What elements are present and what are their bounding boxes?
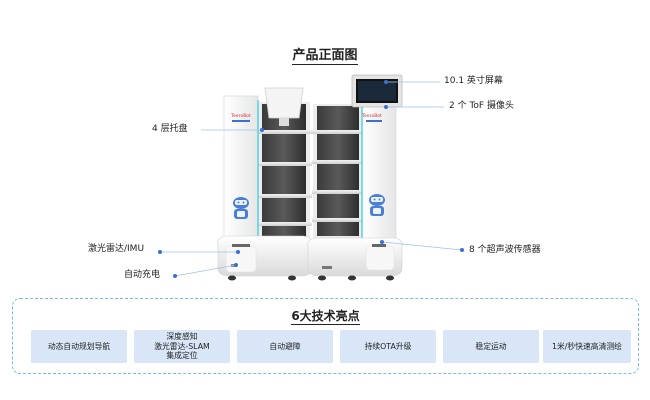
callout-dot [380, 240, 384, 244]
callout-lidar: 激光雷达/IMU [88, 244, 145, 254]
callout-dot [460, 248, 464, 252]
feature-box: 持续OTA升级 [340, 330, 436, 363]
brand-bar [366, 120, 382, 122]
robot-mascot-icon [369, 194, 385, 216]
shelf-cavity [317, 106, 359, 236]
callout-camera: 2 个 ToF 摄像头 [449, 101, 514, 111]
tray [312, 160, 362, 164]
callout-ultrasonic: 8 个超声波传感器 [469, 245, 541, 255]
leader-line-ultrasonic [381, 241, 463, 251]
tray [312, 130, 362, 134]
highlights-title: 6大技术亮点 [291, 309, 360, 325]
leader-line-charging [174, 264, 237, 277]
callout-dot [173, 274, 177, 278]
callout-dot [384, 80, 388, 84]
callout-dot [158, 250, 162, 254]
callout-dot [236, 250, 240, 254]
tray [312, 190, 362, 194]
brand-label: TeeroBot [361, 113, 382, 119]
callout-dot [234, 263, 238, 267]
tray [312, 218, 362, 222]
tray [254, 222, 312, 226]
tray [254, 130, 312, 134]
feature-box: 稳定运动 [443, 330, 539, 363]
brand-bar [232, 120, 250, 122]
robot-illustration: TeeroBot TeeroBot [158, 74, 464, 281]
tray [254, 162, 312, 166]
robot-screen [264, 87, 304, 119]
feature-box: 动态自动规划导航 [31, 330, 127, 363]
callout-trays: 4 层托盘 [152, 124, 188, 134]
tray [254, 194, 312, 198]
callout-charging: 自动充电 [124, 270, 161, 280]
callout-dot [384, 105, 388, 109]
callout-dot [260, 128, 264, 132]
highlights-panel: 6大技术亮点 动态自动规划导航 深度感知 激光雷达-SLAM 集成定位 自动避障… [12, 298, 639, 374]
sensor-window [372, 244, 386, 247]
brand-label: TeeroBot [230, 113, 251, 119]
robot-mascot-icon [233, 197, 249, 219]
feature-box: 自动避障 [237, 330, 333, 363]
robot-right: TeeroBot [307, 74, 403, 281]
callout-screen: 10.1 英寸屏幕 [444, 76, 503, 86]
lidar-window [232, 244, 250, 247]
feature-box: 深度感知 激光雷达-SLAM 集成定位 [134, 330, 230, 363]
page-title: 产品正面图 [292, 48, 358, 65]
feature-box: 1米/秒快速高清测绘 [543, 330, 631, 363]
robot-left: TeeroBot [217, 87, 313, 281]
shelf-cavity [262, 104, 306, 238]
